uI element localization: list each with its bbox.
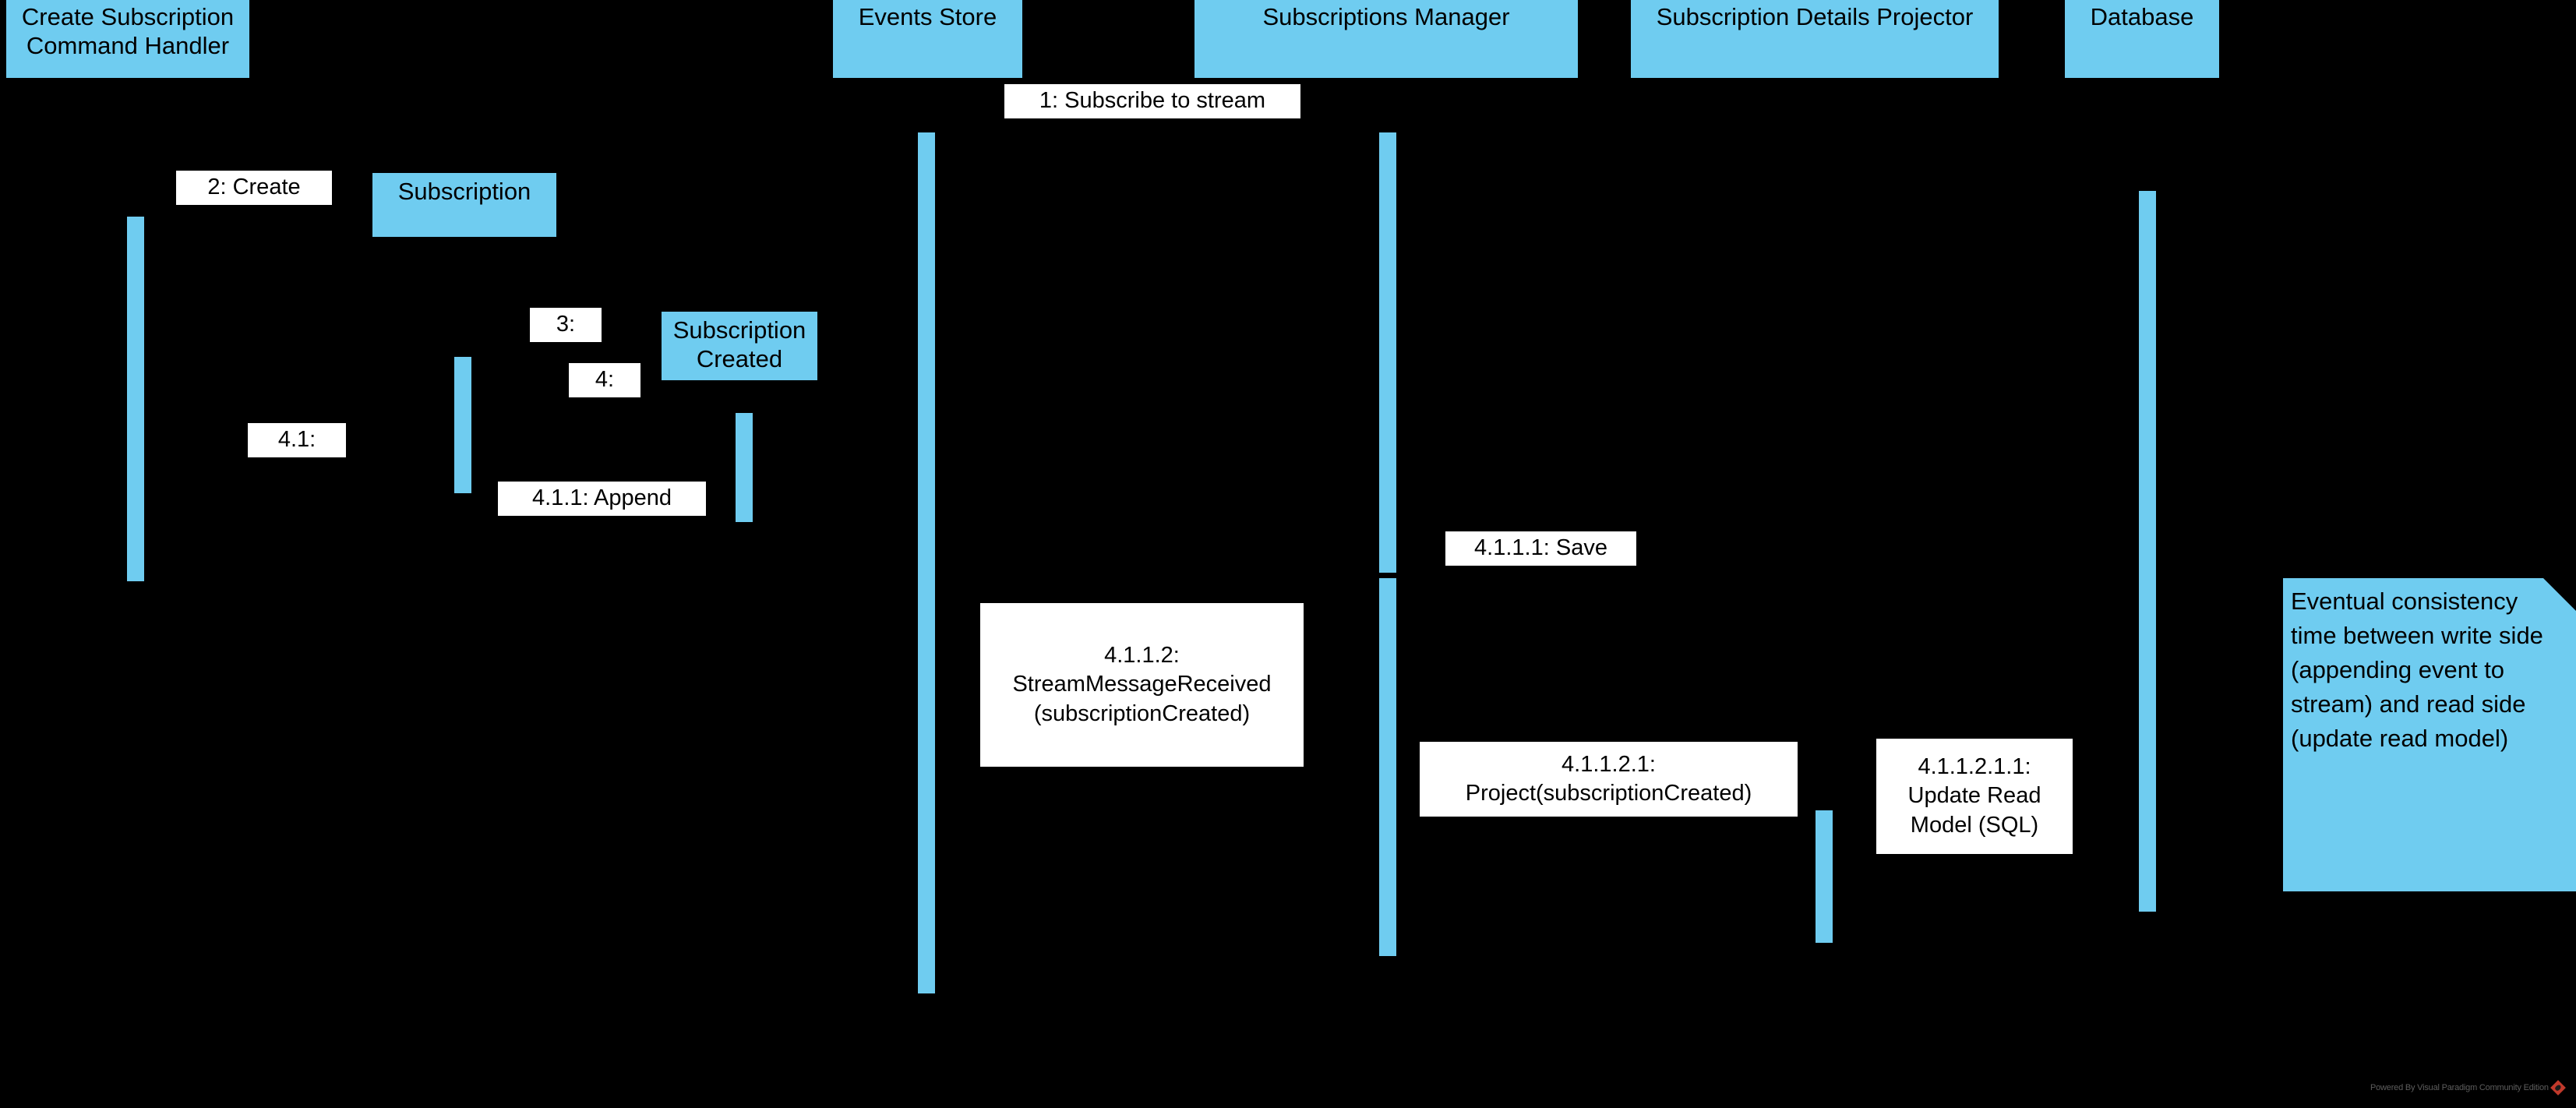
activation-bar-subscriptions-manager-upper <box>1379 132 1396 573</box>
activation-bar-subscriptions-manager-lower <box>1379 578 1396 956</box>
message-label-4-1-1-2-1-project[interactable]: 4.1.1.2.1: Project(subscriptionCreated) <box>1420 742 1798 817</box>
message-label-4-1-1-2-stream-message-received[interactable]: 4.1.1.2: StreamMessageReceived (subscrip… <box>980 603 1304 767</box>
message-label-4[interactable]: 4: <box>569 363 640 397</box>
lifeline-head-events-store[interactable]: Events Store <box>833 0 1022 78</box>
watermark-label: Powered By Visual Paradigm Community Edi… <box>2370 1083 2549 1092</box>
activation-bar-subscription-created <box>736 413 753 522</box>
message-label-4-1-1-append[interactable]: 4.1.1: Append <box>498 482 706 516</box>
message-label-4-1-1-1-save[interactable]: 4.1.1.1: Save <box>1445 531 1636 566</box>
lifeline-head-database[interactable]: Database <box>2065 0 2219 78</box>
lifeline-head-create-subscription-command-handler[interactable]: Create Subscription Command Handler <box>6 0 249 78</box>
activation-bar-command-handler <box>127 217 144 581</box>
object-box-subscription-created[interactable]: Subscription Created <box>662 312 817 380</box>
lifeline-head-subscriptions-manager[interactable]: Subscriptions Manager <box>1194 0 1578 78</box>
activation-bar-events-store <box>918 132 935 993</box>
activation-bar-subscription-details-projector <box>1816 810 1833 943</box>
message-label-1-subscribe-to-stream[interactable]: 1: Subscribe to stream <box>1004 84 1300 118</box>
note-eventual-consistency[interactable]: Eventual consistency time between write … <box>2283 578 2576 891</box>
message-label-3[interactable]: 3: <box>530 308 602 342</box>
activation-bar-subscription <box>454 357 471 493</box>
visual-paradigm-logo-icon <box>2550 1080 2566 1096</box>
lifeline-head-subscription-details-projector[interactable]: Subscription Details Projector <box>1631 0 1999 78</box>
activation-bar-database <box>2139 191 2156 912</box>
watermark: Powered By Visual Paradigm Community Edi… <box>2370 1080 2566 1096</box>
object-box-subscription[interactable]: Subscription <box>372 173 556 237</box>
message-label-4-1[interactable]: 4.1: <box>248 423 346 457</box>
message-label-2-create[interactable]: 2: Create <box>176 171 332 205</box>
message-label-4-1-1-2-1-1-update-read-model[interactable]: 4.1.1.2.1.1: Update Read Model (SQL) <box>1876 739 2073 854</box>
